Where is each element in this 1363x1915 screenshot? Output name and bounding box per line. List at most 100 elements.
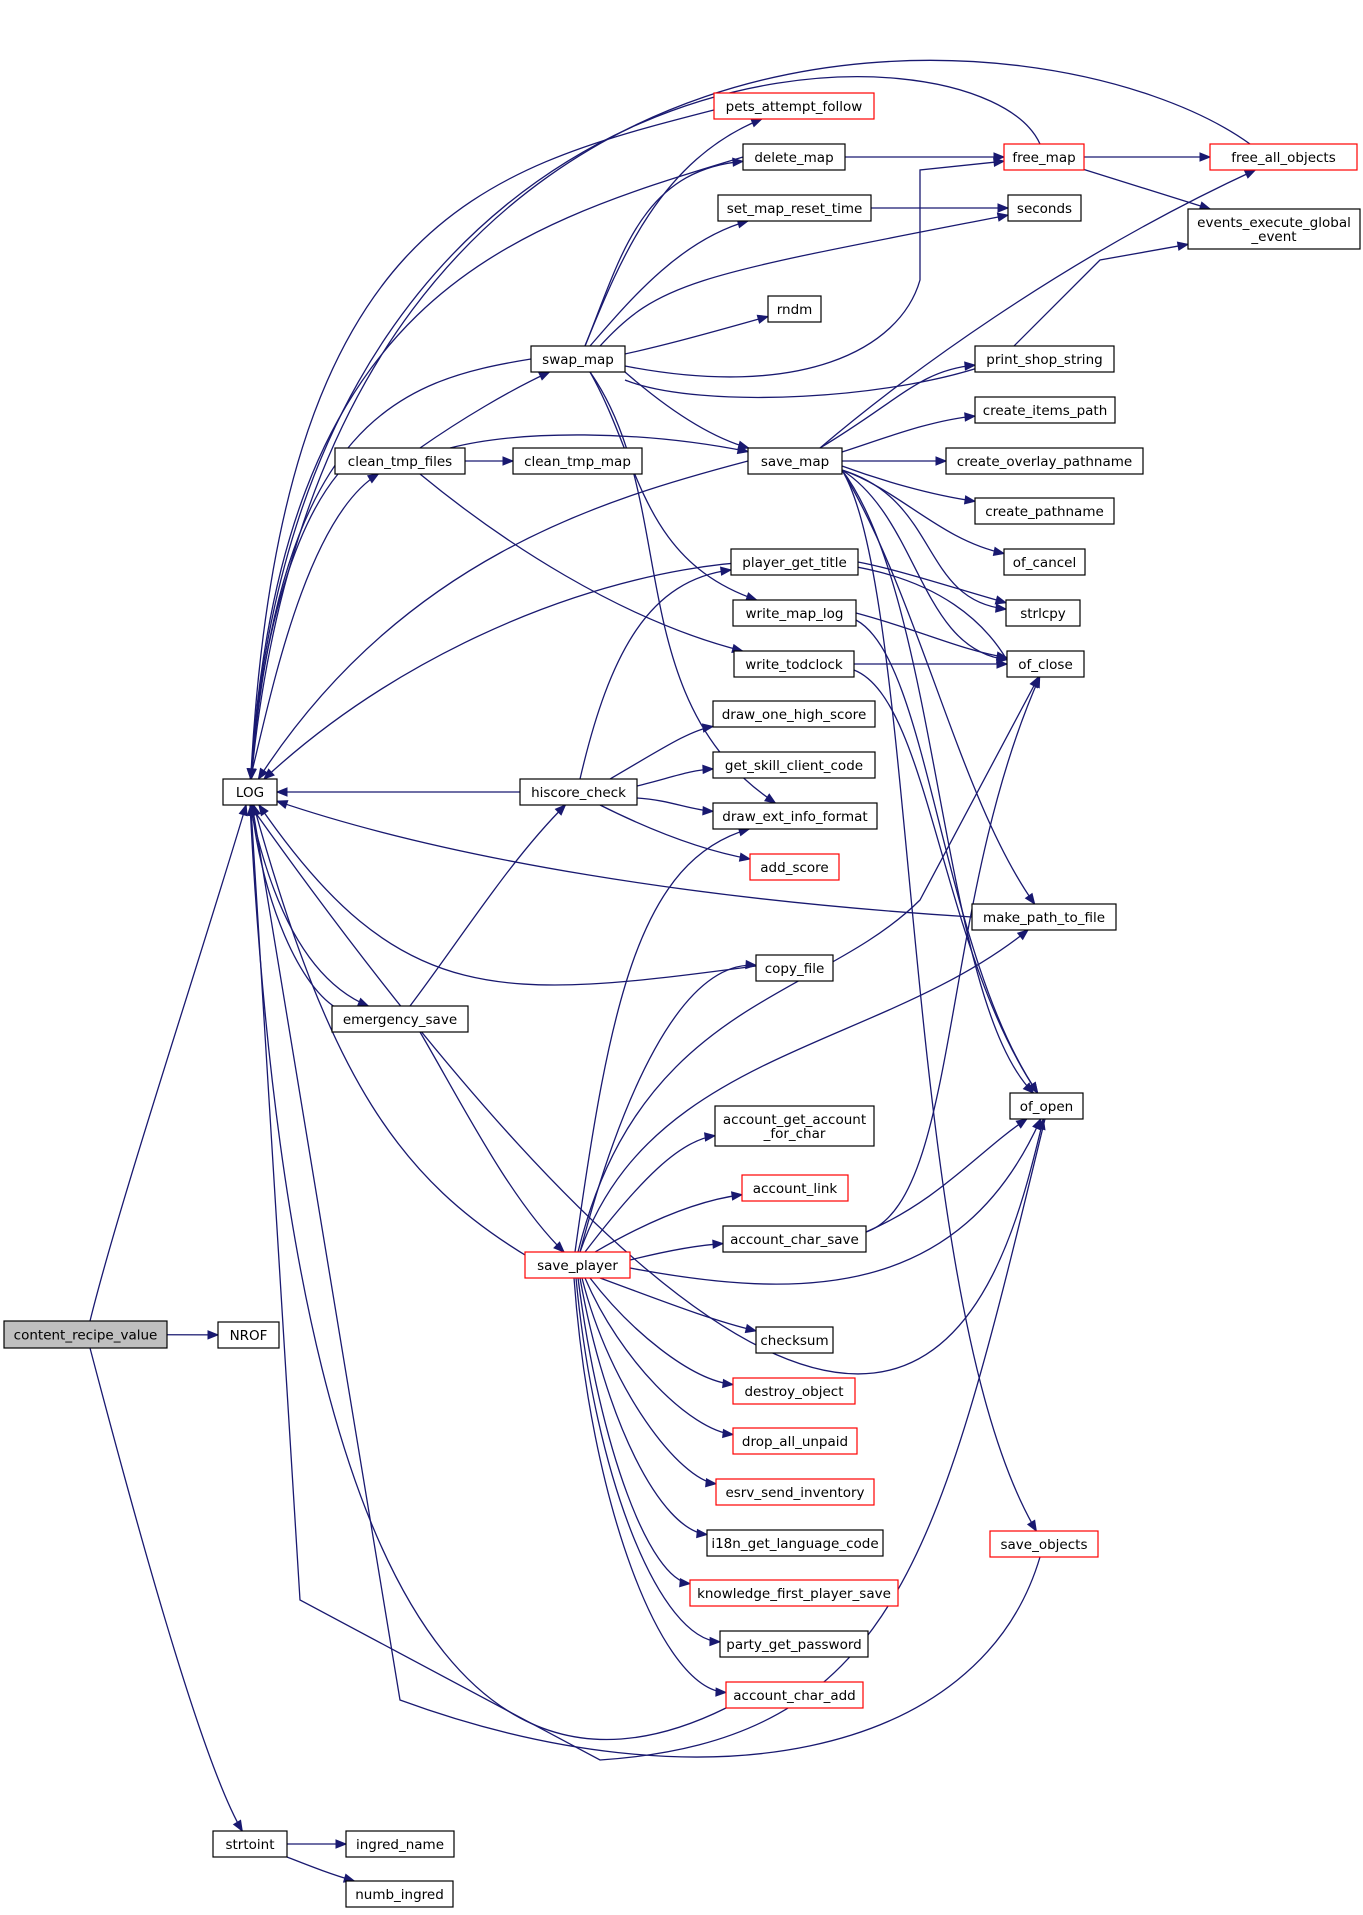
node-box-create_items_path xyxy=(974,396,1116,424)
node-box-draw_one_high_score xyxy=(712,700,876,728)
arrowhead-player_get_title-to-strlcpy xyxy=(994,595,1008,605)
node-events_execute_global_event[interactable]: events_execute_global_event xyxy=(1187,208,1361,250)
arrowhead-content_recipe_value-to-NROF xyxy=(207,1330,220,1340)
node-label-set_map_reset_time: set_map_reset_time xyxy=(727,201,863,217)
node-knowledge_first_player_save[interactable]: knowledge_first_player_save xyxy=(689,1579,899,1607)
node-strlcpy[interactable]: strlcpy xyxy=(1005,599,1081,627)
node-label-i18n_get_language_code: i18n_get_language_code xyxy=(711,1536,878,1552)
node-hiscore_check[interactable]: hiscore_check xyxy=(519,778,638,806)
node-drop_all_unpaid[interactable]: drop_all_unpaid xyxy=(732,1427,858,1455)
arrowhead-content_recipe_value-to-strtoint xyxy=(232,1819,243,1833)
node-strtoint[interactable]: strtoint xyxy=(212,1830,288,1858)
arrowhead-save_map-to-LOG xyxy=(257,767,269,781)
node-write_map_log[interactable]: write_map_log xyxy=(732,599,857,627)
node-ingred_name[interactable]: ingred_name xyxy=(345,1830,455,1858)
node-of_cancel[interactable]: of_cancel xyxy=(1003,548,1086,576)
node-label-add_score: add_score xyxy=(760,860,828,876)
node-label-account_link: account_link xyxy=(753,1181,838,1197)
edge-clean_tmp_files-to-swap_map xyxy=(419,371,550,449)
edge-save_map-to-create_items_path xyxy=(841,415,976,453)
node-label-save_player: save_player xyxy=(537,1258,618,1274)
node-rndm[interactable]: rndm xyxy=(767,295,822,323)
edge-save_player-to-checksum xyxy=(599,1277,757,1332)
node-box-of_close xyxy=(1006,650,1085,678)
node-save_objects[interactable]: save_objects xyxy=(989,1530,1099,1558)
node-make_path_to_file[interactable]: make_path_to_file xyxy=(971,903,1117,931)
node-save_player[interactable]: save_player xyxy=(524,1251,631,1279)
arrowhead-save_player-to-account_get_account_for_char xyxy=(704,1132,717,1142)
node-label-ingred_name: ingred_name xyxy=(356,1837,444,1853)
edge-swap_map-to-free_map xyxy=(624,160,1005,378)
node-free_map[interactable]: free_map xyxy=(1003,143,1085,171)
arrowhead-save_map-to-save_objects xyxy=(1026,1519,1038,1533)
node-label-strtoint: strtoint xyxy=(225,1837,274,1853)
edge-swap_map-to-draw_ext_info_format xyxy=(589,371,776,804)
node-add_score[interactable]: add_score xyxy=(749,853,840,881)
node-label-draw_one_high_score: draw_one_high_score xyxy=(722,707,867,723)
node-box-strlcpy xyxy=(1005,599,1081,627)
node-account_char_add[interactable]: account_char_add xyxy=(725,1681,864,1709)
node-swap_map[interactable]: swap_map xyxy=(530,345,626,373)
node-label-of_cancel: of_cancel xyxy=(1013,555,1077,571)
node-label-copy_file: copy_file xyxy=(765,961,825,977)
arrowhead-save_player-to-drop_all_unpaid xyxy=(722,1428,735,1439)
node-account_link[interactable]: account_link xyxy=(741,1174,849,1202)
node-clean_tmp_files[interactable]: clean_tmp_files xyxy=(334,447,466,475)
node-label-LOG: LOG xyxy=(236,785,264,801)
node-delete_map[interactable]: delete_map xyxy=(742,143,846,171)
arrowhead-swap_map-to-save_map xyxy=(737,440,750,450)
node-of_open[interactable]: of_open xyxy=(1009,1092,1084,1120)
node-esrv_send_inventory[interactable]: esrv_send_inventory xyxy=(715,1478,875,1506)
node-box-account_link xyxy=(741,1174,849,1202)
node-label-account_get_account_for_char-line2: _for_char xyxy=(763,1126,826,1142)
edge-save_player-to-esrv_send_inventory xyxy=(581,1277,717,1485)
arrowhead-emergency_save-to-save_player xyxy=(553,1241,565,1253)
node-clean_tmp_map[interactable]: clean_tmp_map xyxy=(512,447,643,475)
edge-save_player-to-make_path_to_file xyxy=(579,929,1029,1253)
arrowhead-hiscore_check-to-draw_ext_info_format xyxy=(702,805,715,816)
node-label-account_char_add: account_char_add xyxy=(733,1688,856,1704)
node-destroy_object[interactable]: destroy_object xyxy=(732,1377,856,1405)
node-label-draw_ext_info_format: draw_ext_info_format xyxy=(722,809,867,825)
node-checksum[interactable]: checksum xyxy=(755,1326,834,1354)
node-label-strlcpy: strlcpy xyxy=(1020,606,1066,622)
node-print_shop_string[interactable]: print_shop_string xyxy=(974,345,1115,373)
arrowhead-save_map-to-create_overlay_pathname xyxy=(935,456,948,466)
node-player_get_title[interactable]: player_get_title xyxy=(730,548,859,576)
edge-save_player-to-draw_ext_info_format xyxy=(574,828,750,1253)
node-free_all_objects[interactable]: free_all_objects xyxy=(1209,143,1358,171)
arrowhead-hiscore_check-to-draw_one_high_score xyxy=(701,723,715,733)
node-set_map_reset_time[interactable]: set_map_reset_time xyxy=(717,194,872,222)
node-pets_attempt_follow[interactable]: pets_attempt_follow xyxy=(713,92,875,120)
node-create_items_path[interactable]: create_items_path xyxy=(974,396,1116,424)
node-label-drop_all_unpaid: drop_all_unpaid xyxy=(742,1434,848,1450)
node-get_skill_client_code[interactable]: get_skill_client_code xyxy=(712,751,876,779)
node-account_get_account_for_char[interactable]: account_get_account_for_char xyxy=(714,1105,875,1147)
node-i18n_get_language_code[interactable]: i18n_get_language_code xyxy=(706,1529,884,1557)
node-NROF[interactable]: NROF xyxy=(217,1321,280,1349)
node-emergency_save[interactable]: emergency_save xyxy=(331,1005,469,1033)
node-numb_ingred[interactable]: numb_ingred xyxy=(345,1880,454,1908)
node-draw_ext_info_format[interactable]: draw_ext_info_format xyxy=(712,802,878,830)
node-account_char_save[interactable]: account_char_save xyxy=(722,1225,867,1253)
node-box-create_overlay_pathname xyxy=(945,447,1144,475)
node-label-pets_attempt_follow: pets_attempt_follow xyxy=(726,99,863,115)
node-box-account_get_account_for_char xyxy=(714,1105,875,1147)
node-party_get_password[interactable]: party_get_password xyxy=(719,1630,869,1658)
node-box-player_get_title xyxy=(730,548,859,576)
edge-free_map-to-LOG xyxy=(250,76,1041,780)
node-draw_one_high_score[interactable]: draw_one_high_score xyxy=(712,700,876,728)
node-of_close[interactable]: of_close xyxy=(1006,650,1085,678)
arrowhead-save_map-to-print_shop_string xyxy=(964,361,977,371)
node-label-content_recipe_value: content_recipe_value xyxy=(14,1328,158,1344)
arrowhead-swap_map-to-pets_attempt_follow xyxy=(750,118,763,128)
node-seconds[interactable]: seconds xyxy=(1007,194,1082,222)
node-create_overlay_pathname[interactable]: create_overlay_pathname xyxy=(945,447,1144,475)
node-save_map[interactable]: save_map xyxy=(747,447,843,475)
node-create_pathname[interactable]: create_pathname xyxy=(974,497,1115,525)
edge-account_char_save-to-of_open xyxy=(865,1118,1028,1233)
node-LOG[interactable]: LOG xyxy=(222,778,278,806)
node-box-account_char_add xyxy=(725,1681,864,1709)
node-write_todclock[interactable]: write_todclock xyxy=(733,650,855,678)
node-copy_file[interactable]: copy_file xyxy=(755,954,834,982)
